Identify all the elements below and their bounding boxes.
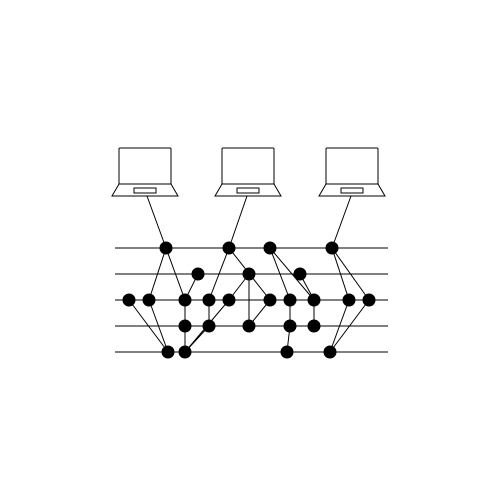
node (362, 293, 376, 307)
edge (331, 247, 350, 301)
laptops (111, 147, 386, 197)
node (323, 345, 337, 359)
laptop-icon (214, 147, 282, 197)
edge (269, 247, 315, 301)
rails (115, 247, 388, 353)
edges (128, 195, 370, 353)
node (280, 345, 294, 359)
edge (128, 299, 169, 353)
node (293, 267, 307, 281)
node (222, 293, 236, 307)
node (191, 267, 205, 281)
node (342, 293, 356, 307)
node (161, 345, 175, 359)
laptop-icon (111, 147, 179, 197)
edge (148, 247, 167, 301)
edge (165, 247, 186, 301)
laptop-link (331, 195, 352, 249)
node (159, 241, 173, 255)
edge (329, 299, 350, 353)
node (283, 319, 297, 333)
edge (329, 299, 370, 353)
node (263, 241, 277, 255)
edge (269, 247, 291, 301)
node (307, 293, 321, 307)
node (202, 293, 216, 307)
node (142, 293, 156, 307)
edge (208, 247, 230, 301)
node (122, 293, 136, 307)
node (283, 293, 297, 307)
node (202, 319, 216, 333)
node (222, 241, 236, 255)
node (178, 345, 192, 359)
edge (148, 299, 169, 353)
laptop-icon (318, 147, 386, 197)
node (178, 319, 192, 333)
node (242, 319, 256, 333)
edge (331, 247, 370, 301)
node (178, 293, 192, 307)
laptop-link (146, 195, 167, 249)
node (325, 241, 339, 255)
node (307, 319, 321, 333)
nodes (122, 241, 376, 359)
node (242, 267, 256, 281)
laptop-link (228, 195, 248, 249)
node (263, 293, 277, 307)
